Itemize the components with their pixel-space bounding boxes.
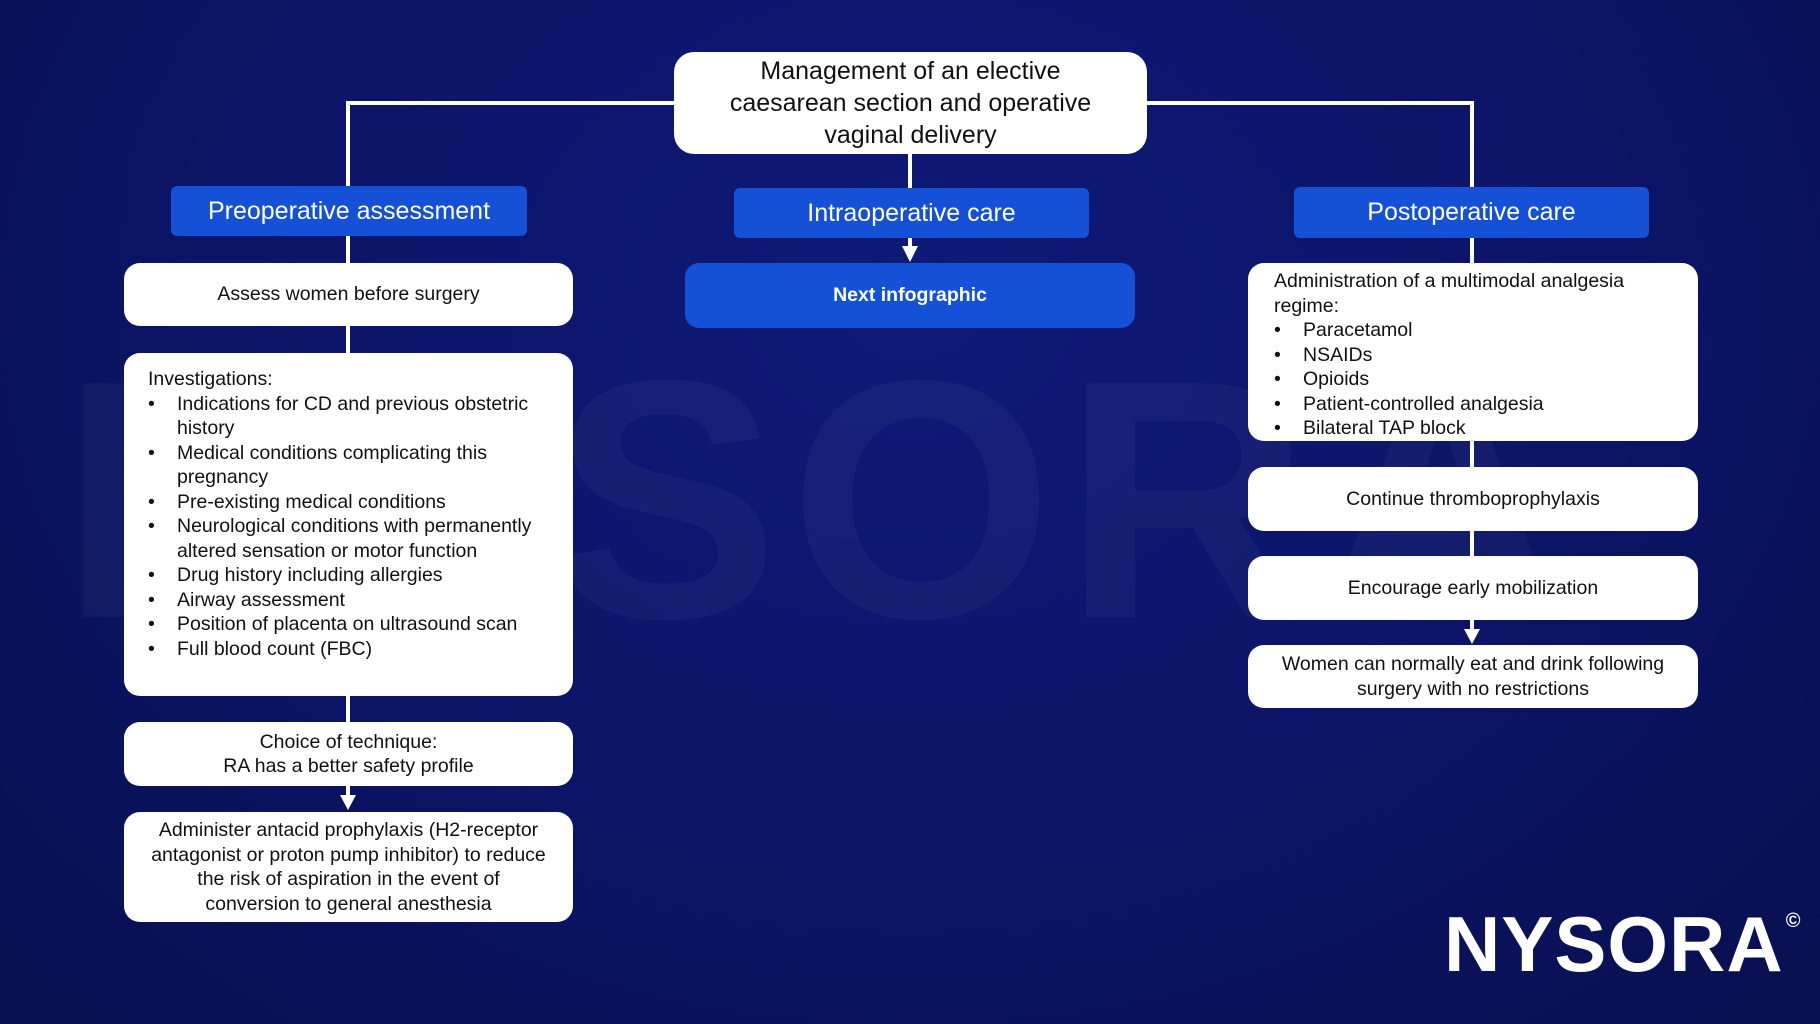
header-intraoperative: Intraoperative care [734, 188, 1089, 238]
technique-line-1: Choice of technique: [259, 730, 438, 753]
antacid-prophylaxis-text: Administer antacid prophylaxis (H2-recep… [151, 819, 546, 915]
next-infographic-button[interactable]: Next infographic [685, 263, 1135, 328]
investigation-item: Neurological conditions with permanently… [148, 514, 549, 563]
assess-women-box: Assess women before surgery [124, 263, 573, 326]
analgesia-box: Administration of a multimodal analgesia… [1248, 263, 1698, 441]
analgesia-item: NSAIDs [1274, 343, 1674, 368]
arrowhead-left [340, 795, 356, 810]
header-preoperative-label: Preoperative assessment [207, 196, 491, 225]
technique-line-2: RA has a better safety profile [223, 755, 474, 777]
investigation-item: Drug history including allergies [148, 563, 549, 588]
connector-top-left [346, 101, 674, 187]
header-intraoperative-label: Intraoperative care [807, 198, 1016, 227]
nysora-logo: NYSORA© [1444, 905, 1801, 983]
connector-top-right [1147, 101, 1474, 188]
investigations-heading: Investigations: [148, 368, 273, 390]
analgesia-item: Paracetamol [1274, 318, 1674, 343]
analgesia-item: Bilateral TAP block [1274, 416, 1674, 441]
diagram-title: Management of an elective caesarean sect… [729, 57, 1092, 149]
investigation-item: Pre-existing medical conditions [148, 490, 549, 515]
header-postoperative: Postoperative care [1294, 187, 1649, 238]
next-infographic-label: Next infographic [833, 284, 987, 306]
investigations-list: Indications for CD and previous obstetri… [148, 392, 549, 662]
investigation-item: Indications for CD and previous obstetri… [148, 392, 549, 441]
investigations-box: Investigations: Indications for CD and p… [124, 353, 573, 696]
antacid-prophylaxis-box: Administer antacid prophylaxis (H2-recep… [124, 812, 573, 922]
investigation-item: Full blood count (FBC) [148, 637, 549, 662]
investigation-item: Airway assessment [148, 588, 549, 613]
mobilization-text: Encourage early mobilization [1347, 576, 1599, 599]
header-preoperative: Preoperative assessment [171, 186, 527, 236]
thromboprophylaxis-text: Continue thromboprophylaxis [1346, 487, 1600, 510]
nysora-logo-text: NYSORA [1444, 900, 1784, 988]
analgesia-item: Opioids [1274, 367, 1674, 392]
diagram-title-box: Management of an elective caesarean sect… [674, 52, 1147, 154]
investigation-item: Medical conditions complicating this pre… [148, 441, 549, 490]
header-postoperative-label: Postoperative care [1367, 198, 1576, 226]
assess-women-text: Assess women before surgery [217, 283, 480, 306]
arrowhead-right [1464, 629, 1480, 644]
investigation-item: Position of placenta on ultrasound scan [148, 612, 549, 637]
thromboprophylaxis-box: Continue thromboprophylaxis [1248, 467, 1698, 531]
analgesia-list: Paracetamol NSAIDs Opioids Patient-contr… [1274, 318, 1674, 441]
arrowhead-center [902, 246, 918, 262]
eat-drink-text: Women can normally eat and drink followi… [1281, 653, 1665, 700]
eat-drink-box: Women can normally eat and drink followi… [1248, 645, 1698, 708]
analgesia-item: Patient-controlled analgesia [1274, 392, 1674, 417]
copyright-icon: © [1785, 910, 1802, 932]
mobilization-box: Encourage early mobilization [1248, 556, 1698, 620]
analgesia-heading: Administration of a multimodal analgesia… [1274, 270, 1625, 317]
choice-of-technique-box: Choice of technique: RA has a better saf… [124, 722, 573, 786]
